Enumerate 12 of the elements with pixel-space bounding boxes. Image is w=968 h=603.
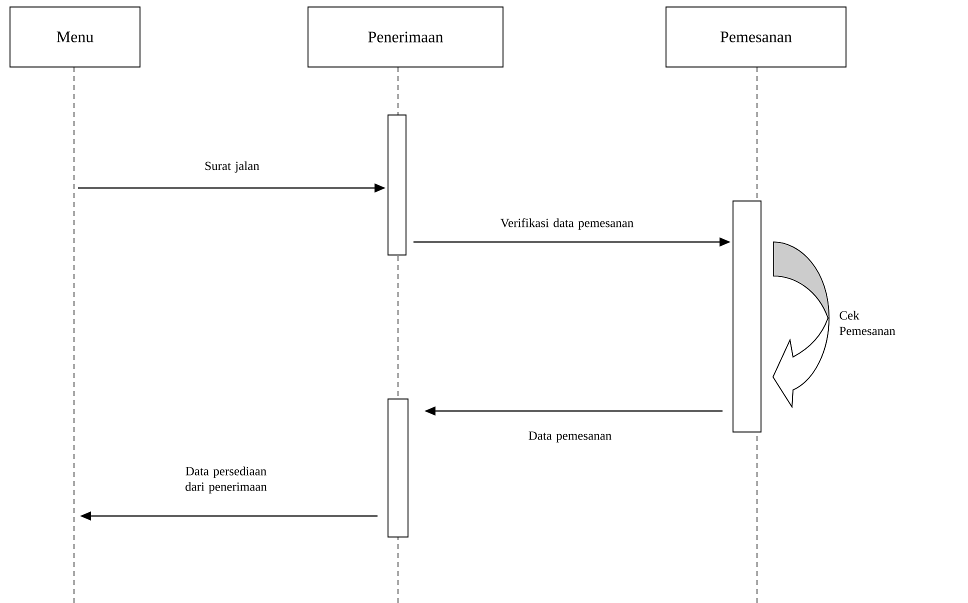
activation-bar (732, 200, 762, 432)
message-label: Data persediaan dari penerimaan (186, 466, 267, 494)
lifeline-header-box: Menu (10, 6, 140, 68)
lifeline-header-box: Pemesanan (666, 6, 846, 68)
self-call-arrow (772, 242, 830, 408)
lifeline-header-box: Penerimaan (308, 6, 504, 68)
message-label: Data pemesanan (528, 432, 612, 442)
message-label: Surat jalan (205, 161, 260, 173)
message-label: Cek Pemesanan (840, 310, 896, 336)
activation-bar (388, 114, 406, 256)
message-label: Verifikasi data pemesanan (500, 218, 634, 230)
activation-bar (388, 398, 408, 538)
